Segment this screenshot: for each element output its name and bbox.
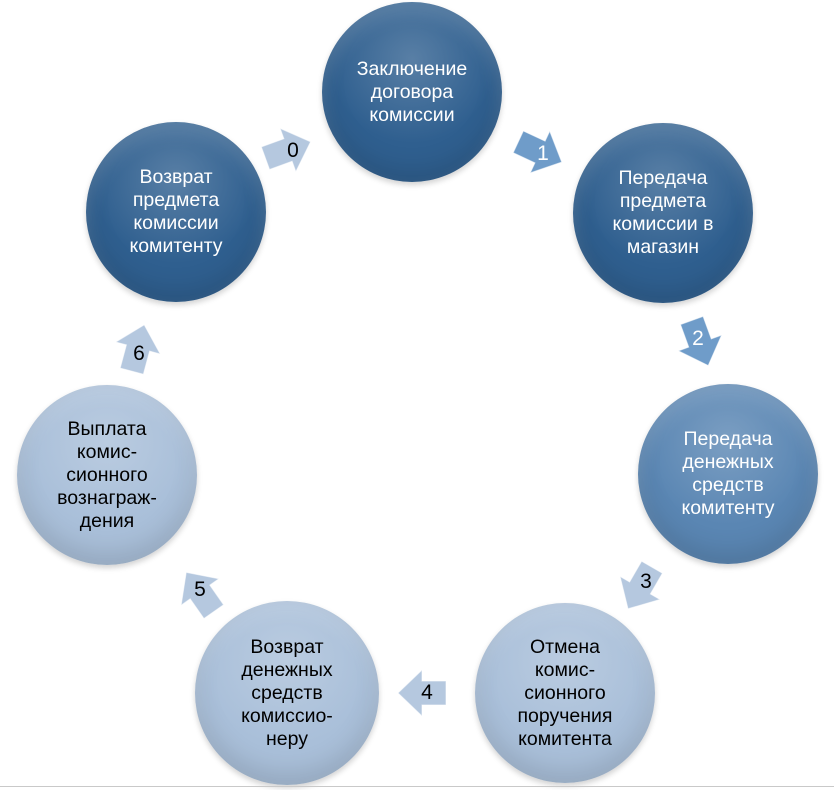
cycle-arrow-icon: [667, 310, 734, 377]
cycle-arrow-icon: [255, 117, 322, 184]
cycle-arrow-icon: [604, 552, 675, 623]
cycle-arrow-icon: [106, 316, 170, 380]
cycle-arrow-icon: [164, 556, 236, 628]
cycle-node-0: [322, 2, 502, 182]
cycle-node-1: [573, 123, 753, 303]
bottom-border: [0, 786, 834, 787]
cycle-node-5: [17, 385, 197, 565]
cycle-node-3: [475, 603, 655, 783]
cycle-node-4: [195, 601, 379, 785]
cycle-arrow-icon: [396, 667, 448, 719]
cycle-node-2: [638, 384, 818, 564]
cycle-arrow-icon: [505, 117, 574, 186]
cycle-node-6: [86, 122, 266, 302]
